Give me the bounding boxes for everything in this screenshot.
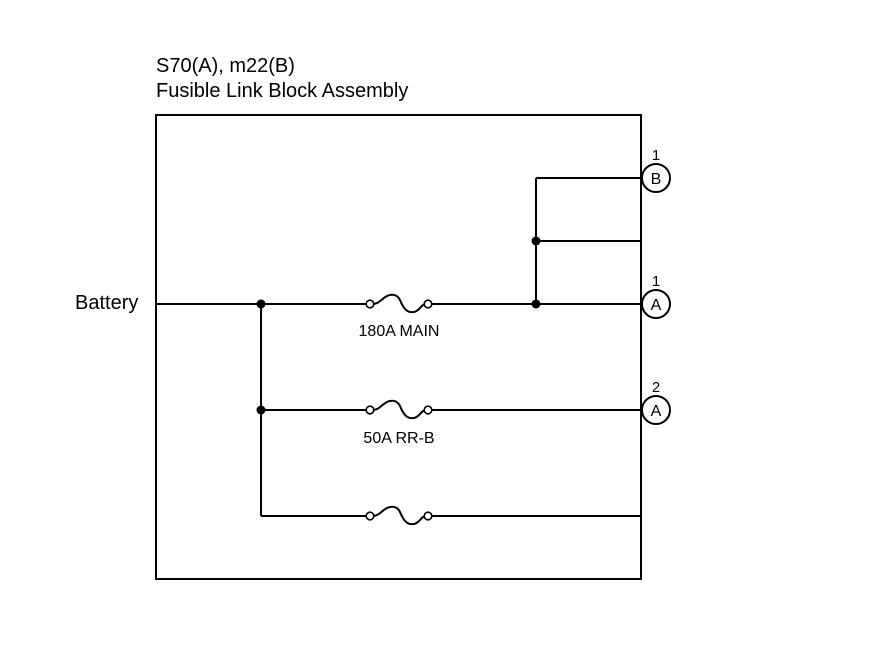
connector-a-pin-1: 1 A <box>641 273 671 319</box>
connector-ids-title: S70(A), m22(B) <box>156 55 295 77</box>
connector-letter: A <box>651 297 662 314</box>
connector-circle <box>641 163 671 193</box>
pin-number: 1 <box>652 147 660 164</box>
connector-letter: B <box>651 171 662 188</box>
fuse-50a-rr-b <box>365 399 433 420</box>
junction-dot <box>256 405 266 415</box>
fuse-180a-main <box>365 293 433 314</box>
junction-dot <box>531 299 541 309</box>
wire-upper-branch <box>535 177 641 304</box>
connector-letter: A <box>651 403 662 420</box>
junction-dot <box>256 299 266 309</box>
fuse-label: 180A MAIN <box>359 323 440 340</box>
connector-circle <box>641 289 671 319</box>
fuse-unlabeled <box>365 505 433 526</box>
connector-a-pin-2: 2 A <box>641 379 671 425</box>
connector-b-pin-1: 1 B <box>641 147 671 193</box>
connector-circle <box>641 395 671 425</box>
component-box <box>155 114 642 580</box>
pin-number: 2 <box>652 379 660 396</box>
fuse-label: 50A RR-B <box>363 430 434 447</box>
battery-label: Battery <box>75 292 138 314</box>
junction-dot <box>531 236 541 246</box>
pin-number: 1 <box>652 273 660 290</box>
component-name-title: Fusible Link Block Assembly <box>156 80 408 102</box>
